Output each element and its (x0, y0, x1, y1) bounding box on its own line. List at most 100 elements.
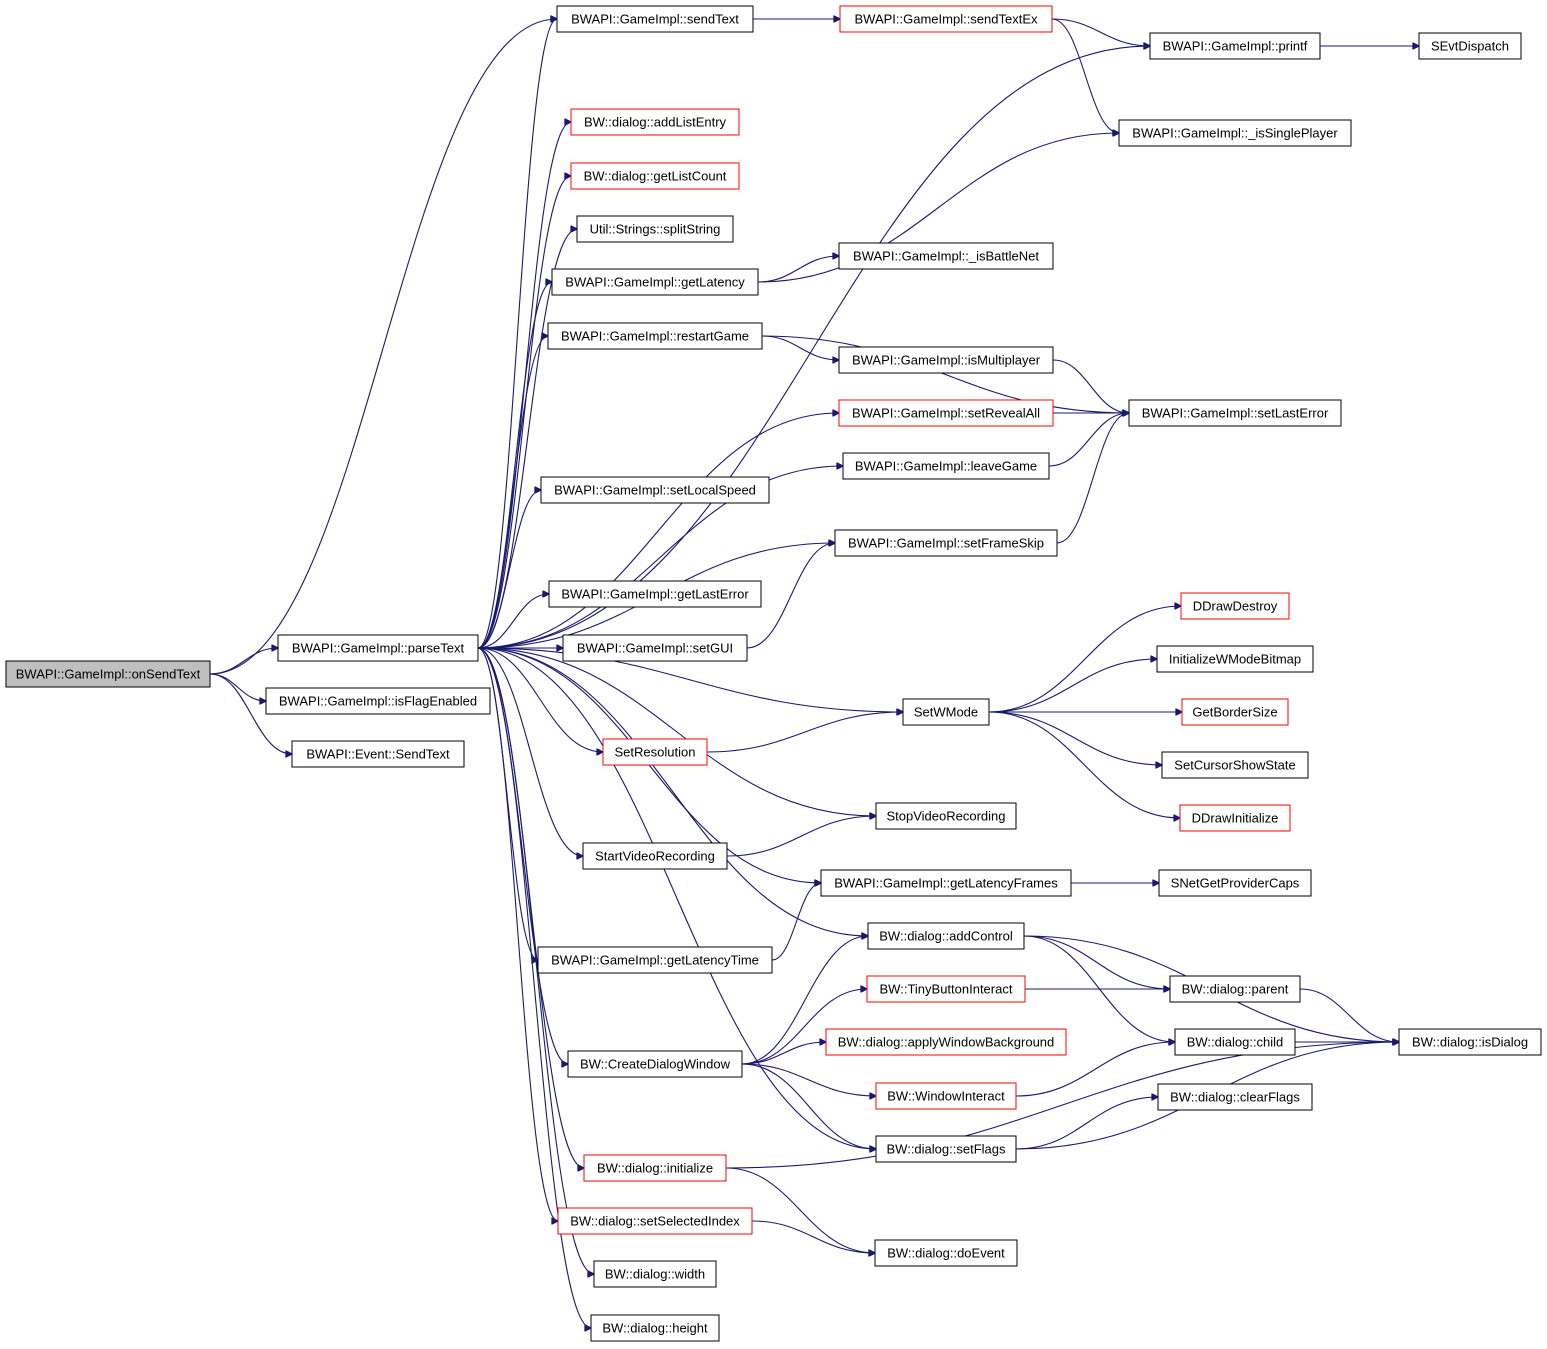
node-label: BW::dialog::parent (1182, 982, 1289, 997)
edge-parseText-to-getListCount (477, 176, 571, 649)
node-label: BWAPI::GameImpl::leaveGame (855, 459, 1037, 474)
node-printf[interactable]: BWAPI::GameImpl::printf (1149, 32, 1321, 60)
node-label: BWAPI::GameImpl::setRevealAll (852, 406, 1040, 421)
node-isSinglePlayer[interactable]: BWAPI::GameImpl::_isSinglePlayer (1118, 119, 1352, 147)
nodes-layer: BWAPI::GameImpl::onSendTextBWAPI::GameIm… (5, 5, 1542, 1342)
edge-SetResolution-to-SetWMode (706, 712, 903, 753)
node-box (1179, 804, 1291, 832)
node-label: BWAPI::GameImpl::_isBattleNet (853, 249, 1039, 264)
node-isMultiplayer[interactable]: BWAPI::GameImpl::isMultiplayer (838, 346, 1054, 374)
edge-CreateDialogWindow-to-TinyButtonInteract (741, 989, 867, 1065)
node-box (1118, 119, 1352, 147)
node-GetBorderSize[interactable]: GetBorderSize (1181, 698, 1289, 726)
node-label: BW::CreateDialogWindow (580, 1057, 731, 1072)
node-SetResolution[interactable]: SetResolution (602, 738, 708, 766)
node-box (291, 740, 465, 768)
node-onSendText[interactable]: BWAPI::GameImpl::onSendText (5, 660, 211, 688)
edge-parseText-to-StopVideoRecording (477, 647, 876, 816)
node-CreateDialogWindow[interactable]: BW::CreateDialogWindow (567, 1050, 743, 1078)
node-splitString[interactable]: Util::Strings::splitString (576, 215, 734, 243)
node-StopVideoRecording[interactable]: StopVideoRecording (875, 802, 1017, 830)
node-WindowInteract[interactable]: BW::WindowInteract (875, 1082, 1017, 1110)
node-setGUI[interactable]: BWAPI::GameImpl::setGUI (562, 634, 748, 662)
edge-parseText-to-setSelectedIndex (477, 647, 558, 1221)
node-setSelectedIndex[interactable]: BW::dialog::setSelectedIndex (557, 1207, 753, 1235)
edge-SetWMode-to-SetCursorShowState (988, 711, 1162, 765)
edge-CreateDialogWindow-to-applyWindowBackground (741, 1042, 826, 1065)
node-InitializeWModeBitmap[interactable]: InitializeWModeBitmap (1156, 645, 1314, 673)
node-setLocalSpeed[interactable]: BWAPI::GameImpl::setLocalSpeed (540, 476, 770, 504)
node-box (1398, 1028, 1542, 1056)
node-clearFlags[interactable]: BW::dialog::clearFlags (1157, 1083, 1313, 1111)
node-box (838, 346, 1054, 374)
node-StartVideoRecording[interactable]: StartVideoRecording (582, 842, 728, 870)
node-width[interactable]: BW::dialog::width (593, 1260, 717, 1288)
node-box (562, 634, 748, 662)
node-box (902, 698, 990, 726)
node-SetWMode[interactable]: SetWMode (902, 698, 990, 726)
edge-parseText-to-restartGame (477, 336, 548, 649)
node-box (1158, 869, 1312, 897)
node-child[interactable]: BW::dialog::child (1174, 1028, 1296, 1056)
edge-setFrameSkip-to-setLastError (1056, 413, 1129, 544)
node-label: StartVideoRecording (595, 849, 715, 864)
edge-parseText-to-height (477, 647, 591, 1328)
node-addListEntry[interactable]: BW::dialog::addListEntry (570, 108, 740, 136)
node-label: BWAPI::Event::SendText (306, 747, 450, 762)
edge-StartVideoRecording-to-StopVideoRecording (726, 816, 876, 857)
node-box (834, 529, 1058, 557)
node-getLastError[interactable]: BWAPI::GameImpl::getLastError (548, 580, 762, 608)
node-label: BW::TinyButtonInteract (880, 982, 1013, 997)
node-addControl[interactable]: BW::dialog::addControl (867, 922, 1025, 950)
node-box (820, 869, 1072, 897)
node-getLatency[interactable]: BWAPI::GameImpl::getLatency (551, 268, 759, 296)
node-label: BW::dialog::addControl (879, 929, 1013, 944)
node-box (1181, 698, 1289, 726)
node-isFlagEnabled[interactable]: BWAPI::GameImpl::isFlagEnabled (265, 687, 491, 715)
node-isBattleNet[interactable]: BWAPI::GameImpl::_isBattleNet (838, 242, 1054, 270)
node-box (1157, 1083, 1313, 1111)
node-isDialog[interactable]: BW::dialog::isDialog (1398, 1028, 1542, 1056)
edge-isMultiplayer-to-setLastError (1052, 359, 1129, 413)
node-parent[interactable]: BW::dialog::parent (1169, 975, 1301, 1003)
node-parseText[interactable]: BWAPI::GameImpl::parseText (277, 634, 479, 662)
node-sendText[interactable]: BWAPI::GameImpl::sendText (556, 5, 754, 33)
node-label: BW::WindowInteract (887, 1089, 1005, 1104)
edge-sendTextEx-to-isSinglePlayer (1051, 18, 1119, 133)
node-DDrawDestroy[interactable]: DDrawDestroy (1180, 592, 1290, 620)
node-getLatencyFrames[interactable]: BWAPI::GameImpl::getLatencyFrames (820, 869, 1072, 897)
node-SEvtDispatch[interactable]: SEvtDispatch (1418, 32, 1522, 60)
node-label: BW::dialog::doEvent (887, 1246, 1005, 1261)
edge-onSendText-to-isFlagEnabled (209, 673, 266, 701)
node-EventSendText[interactable]: BWAPI::Event::SendText (291, 740, 465, 768)
node-doEvent[interactable]: BW::dialog::doEvent (874, 1239, 1018, 1267)
node-leaveGame[interactable]: BWAPI::GameImpl::leaveGame (842, 452, 1050, 480)
edge-setFlags-to-clearFlags (1015, 1097, 1158, 1150)
node-box (551, 268, 759, 296)
node-applyWindowBackground[interactable]: BW::dialog::applyWindowBackground (825, 1028, 1067, 1056)
node-label: BW::dialog::addListEntry (584, 115, 727, 130)
node-SetCursorShowState[interactable]: SetCursorShowState (1161, 751, 1309, 779)
edge-parseText-to-width (477, 647, 594, 1274)
node-label: Util::Strings::splitString (590, 222, 721, 237)
node-setRevealAll[interactable]: BWAPI::GameImpl::setRevealAll (838, 399, 1054, 427)
node-height[interactable]: BW::dialog::height (590, 1314, 720, 1342)
node-initialize[interactable]: BW::dialog::initialize (583, 1154, 727, 1182)
node-TinyButtonInteract[interactable]: BW::TinyButtonInteract (866, 975, 1026, 1003)
node-restartGame[interactable]: BWAPI::GameImpl::restartGame (547, 322, 763, 350)
node-getListCount[interactable]: BW::dialog::getListCount (570, 162, 740, 190)
node-DDrawInitialize[interactable]: DDrawInitialize (1179, 804, 1291, 832)
node-sendTextEx[interactable]: BWAPI::GameImpl::sendTextEx (839, 5, 1053, 33)
node-SNetGetProviderCaps[interactable]: SNetGetProviderCaps (1158, 869, 1312, 897)
node-box (1128, 399, 1342, 427)
node-setLastError[interactable]: BWAPI::GameImpl::setLastError (1128, 399, 1342, 427)
edge-getLatency-to-isBattleNet (757, 256, 839, 283)
edge-parseText-to-StartVideoRecording (477, 647, 583, 856)
node-setFlags[interactable]: BW::dialog::setFlags (875, 1135, 1017, 1163)
edge-onSendText-to-EventSendText (209, 673, 292, 754)
node-label: BWAPI::GameImpl::restartGame (561, 329, 749, 344)
node-label: BWAPI::GameImpl::parseText (292, 641, 465, 656)
node-getLatencyTime[interactable]: BWAPI::GameImpl::getLatencyTime (537, 946, 773, 974)
node-setFrameSkip[interactable]: BWAPI::GameImpl::setFrameSkip (834, 529, 1058, 557)
node-box (547, 322, 763, 350)
